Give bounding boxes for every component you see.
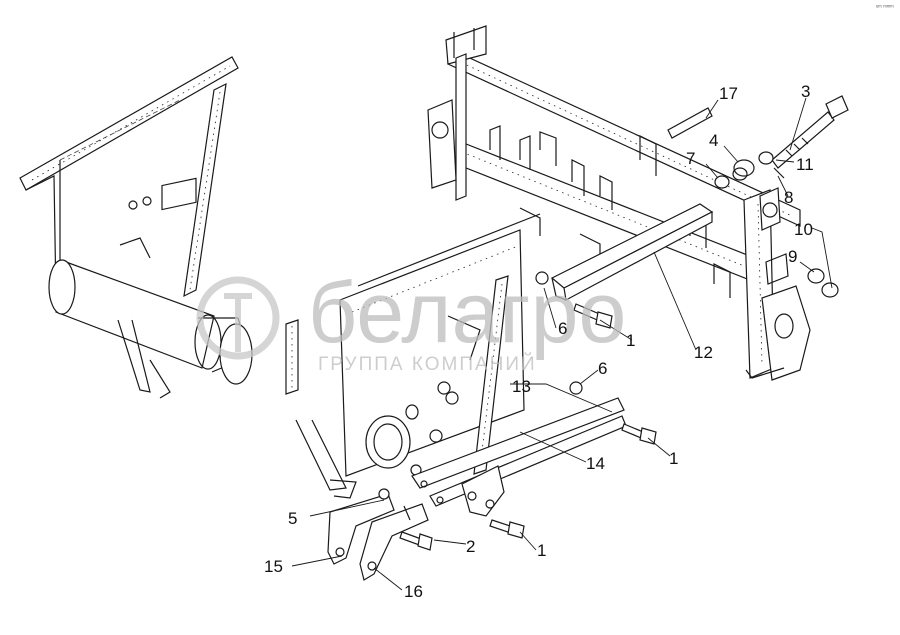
left-housing [19,56,357,499]
central-frame [285,25,811,477]
watermark: белагро ГРУППА КОМПАНИЙ [196,265,626,375]
callout-1-upper: 1 [626,331,635,350]
callout-11: 11 [796,155,814,174]
callout-labels: 3 17 4 7 11 8 10 9 6 1 12 6 13 14 1 5 2 … [264,82,814,601]
callout-7: 7 [686,149,695,168]
callout-6-lower: 6 [598,359,607,378]
callout-17: 17 [719,84,738,103]
callout-14: 14 [586,454,605,473]
callout-12: 12 [694,343,713,362]
part-12-rail [535,203,714,301]
callout-4: 4 [709,131,718,150]
callout-1-right: 1 [669,449,678,468]
callout-2: 2 [466,537,475,556]
parts-15-16-brackets [327,488,429,581]
callout-8: 8 [784,188,793,207]
callout-13: 13 [512,377,531,396]
callout-5: 5 [288,509,297,528]
callout-10: 10 [794,220,813,239]
watermark-brand: белагро [308,265,626,361]
callout-3: 3 [801,82,810,101]
leader-lines [291,97,833,591]
callout-1-lower: 1 [537,541,546,560]
watermark-subtitle: ГРУППА КОМПАНИЙ [318,353,537,375]
corner-mark: ᵘᵐ ᵐᵐᵐ [876,5,894,11]
callout-16: 16 [404,582,423,601]
frame-bolts [410,381,459,476]
callout-6-upper: 6 [558,319,567,338]
callout-15: 15 [264,557,283,576]
part-13-14-rails [411,381,627,517]
hardware-parts [399,95,849,551]
callout-9: 9 [788,247,797,266]
